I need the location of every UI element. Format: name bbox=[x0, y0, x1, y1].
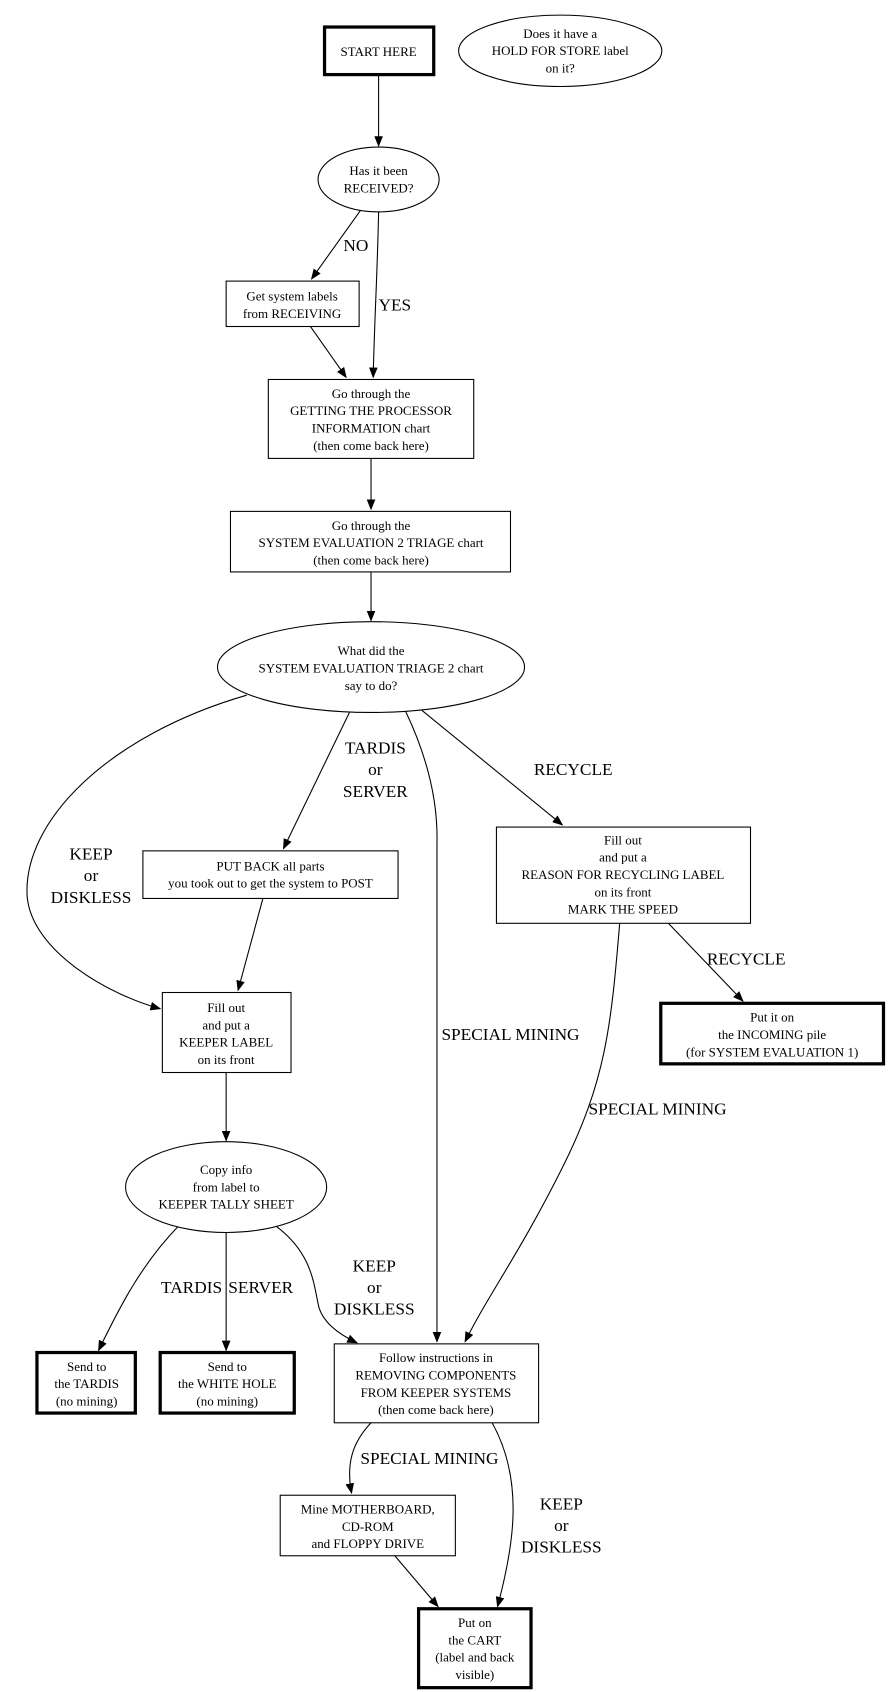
edge-copyinfo-follow bbox=[275, 1225, 358, 1344]
edge-recycling-follow bbox=[464, 923, 621, 1343]
svg-text:START HERE: START HERE bbox=[341, 44, 417, 59]
edge-label-special-mining: SPECIAL MINING bbox=[441, 1025, 579, 1044]
node-start: START HERE bbox=[322, 25, 436, 77]
edge-label-special-mining: SPECIAL MINING bbox=[588, 1100, 726, 1119]
edge-follow-cart bbox=[491, 1422, 514, 1608]
edge-label-server: SERVER bbox=[228, 1278, 293, 1297]
edge-label-tardis: TARDIS bbox=[161, 1278, 222, 1297]
edge-whatdid-keeperlabel bbox=[26, 694, 247, 1011]
edge-whatdid-putback bbox=[282, 712, 350, 850]
edge-mine-cart bbox=[394, 1555, 439, 1608]
edges bbox=[26, 74, 744, 1608]
edge-copyinfo-tardis bbox=[98, 1225, 179, 1352]
edge-follow-mine bbox=[345, 1422, 372, 1495]
edge-label-recycle: RECYCLE bbox=[707, 949, 786, 968]
edge-getlabels-processor bbox=[310, 326, 347, 379]
edge-label-yes: YES bbox=[378, 295, 411, 314]
edge-putback-keeperlabel bbox=[236, 898, 264, 992]
edge-recycling-incoming bbox=[667, 922, 744, 1002]
edge-received-getlabels bbox=[310, 210, 361, 280]
edge-received-processor bbox=[369, 211, 380, 379]
edge-label-recycle: RECYCLE bbox=[534, 760, 613, 779]
edge-label-special-mining: SPECIAL MINING bbox=[360, 1449, 498, 1468]
edge-whatdid-follow bbox=[405, 711, 442, 1343]
edge-whatdid-recycling bbox=[421, 709, 564, 826]
edge-label-no: NO bbox=[343, 236, 368, 255]
